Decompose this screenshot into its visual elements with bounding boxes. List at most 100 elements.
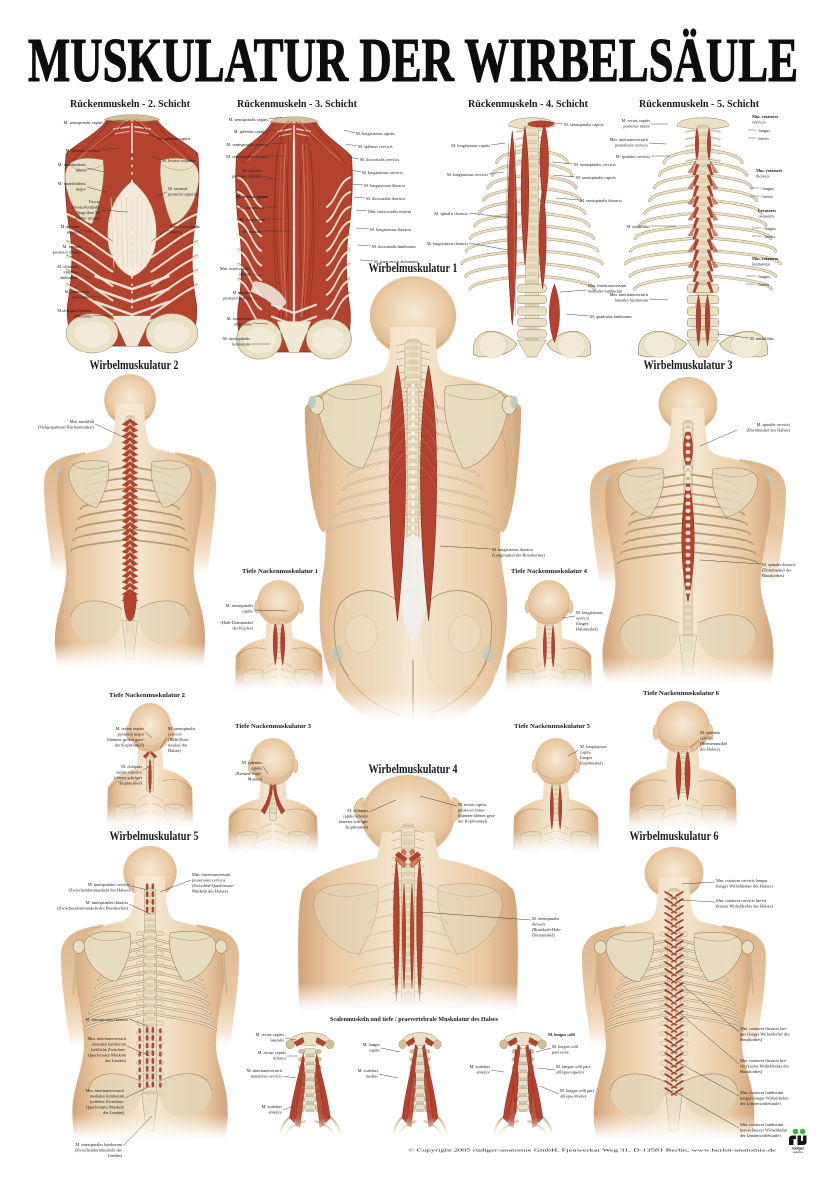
svg-text:Mm. rotatores: Mm. rotatores [756, 168, 783, 173]
svg-text:posterior superior: posterior superior [232, 174, 263, 179]
svg-text:M. semispinalis capitis: M. semispinalis capitis [564, 122, 604, 127]
svg-text:(Zwischen-Querfortsatz-: (Zwischen-Querfortsatz- [192, 883, 235, 888]
svg-text:Rückenmuskeln - 2. Schicht: Rückenmuskeln - 2. Schicht [70, 99, 190, 110]
svg-text:M. semispinalis: M. semispinalis [226, 603, 254, 608]
svg-text:des Halses): des Halses) [700, 747, 720, 752]
svg-text:lumborum: lumborum [752, 262, 771, 267]
svg-text:M. obliquus: M. obliquus [121, 764, 142, 769]
svg-text:(langer: (langer [576, 621, 589, 626]
svg-text:- M. longissimus: - M. longissimus [237, 217, 266, 222]
svg-text:posterior minor: posterior minor [623, 124, 650, 129]
svg-text:MUSKULATUR DER WIRBELSÄULE: MUSKULATUR DER WIRBELSÄULE [28, 27, 798, 95]
svg-text:M. semispinalis capitis: M. semispinalis capitis [228, 117, 268, 122]
svg-text:anatomie: anatomie [793, 1151, 804, 1154]
svg-text:posteriores cervicis: posteriores cervicis [192, 878, 226, 883]
svg-text:der Lendenwirbelsäule): der Lendenwirbelsäule) [740, 1133, 781, 1138]
svg-text:Brustkorbes): Brustkorbes) [762, 573, 785, 578]
svg-text:Mm. multifidi: Mm. multifidi [70, 419, 95, 424]
svg-text:M. obliquus: M. obliquus [57, 264, 78, 269]
svg-text:M. splenius: M. splenius [700, 730, 720, 735]
svg-text:(Zwischendornmuskeln des Brust: (Zwischendornmuskeln des Brustkorbes) [57, 906, 128, 911]
svg-text:M. semispinalis thoracis: M. semispinalis thoracis [580, 198, 622, 203]
svg-text:anterior: anterior [269, 1110, 283, 1115]
svg-text:Tiefe Nackenmuskulatur 2: Tiefe Nackenmuskulatur 2 [109, 692, 186, 699]
svg-text:Tiefe Nackenmuskulatur 3: Tiefe Nackenmuskulatur 3 [235, 723, 312, 730]
svg-text:Mm. rotatores lumborum: Mm. rotatores lumborum [740, 1090, 784, 1095]
svg-text:- brevis: - brevis [756, 282, 769, 287]
svg-text:Levatores: Levatores [758, 208, 776, 213]
svg-text:M. longus colli pars: M. longus colli pars [560, 1088, 595, 1093]
svg-text:Wirbelmuskulatur 4: Wirbelmuskulatur 4 [369, 762, 459, 776]
svg-text:Rückenmuskeln - 3. Schicht: Rückenmuskeln - 3. Schicht [237, 99, 357, 110]
svg-text:Wirbelmuskulatur 2: Wirbelmuskulatur 2 [90, 358, 179, 372]
svg-text:capitis: capitis [242, 609, 254, 614]
svg-text:cervicis: cervicis [700, 736, 714, 741]
svg-text:Mm. rotatores thoracis lon-: Mm. rotatores thoracis lon- [740, 1026, 788, 1031]
svg-text:Kopfmuskel): Kopfmuskel) [345, 825, 368, 830]
svg-text:M. serratus: M. serratus [63, 244, 83, 249]
svg-text:- M. iliocostalis: - M. iliocostalis [237, 205, 264, 210]
svg-text:Wirbelmuskulatur 5: Wirbelmuskulatur 5 [110, 829, 199, 843]
svg-text:Tiefe Nackenmuskulatur 4: Tiefe Nackenmuskulatur 4 [511, 568, 588, 575]
svg-text:abdominis: abdominis [60, 275, 78, 280]
svg-text:M. transversus: M. transversus [65, 289, 91, 294]
svg-text:(unterer schräger: (unterer schräger [339, 819, 369, 824]
svg-text:capitis: capitis [580, 750, 592, 755]
svg-text:Fascia: Fascia [89, 199, 100, 204]
svg-text:der Kopfmuskel): der Kopfmuskel) [115, 743, 145, 748]
svg-text:cervicis: cervicis [752, 120, 766, 125]
svg-text:M. longissimus: M. longissimus [580, 744, 607, 749]
svg-text:M. longissimus capitis: M. longissimus capitis [356, 131, 395, 136]
svg-text:obliqua superior: obliqua superior [556, 1070, 585, 1075]
svg-text:Mm. rotatores cervicis longus: Mm. rotatores cervicis longus [716, 878, 768, 883]
svg-text:Muskeln des Halses): Muskeln des Halses) [192, 889, 228, 894]
svg-text:M. semispinalis capitis: M. semispinalis capitis [576, 175, 616, 180]
svg-text:Kopfmuskel): Kopfmuskel) [580, 761, 603, 766]
svg-text:major: major [76, 187, 87, 192]
svg-text:medius: medius [366, 1074, 379, 1079]
svg-text:- brevis: - brevis [756, 136, 769, 141]
svg-text:Brustkorbes): Brustkorbes) [740, 1069, 763, 1074]
svg-text:Rückenmuskeln - 5. Schicht: Rückenmuskeln - 5. Schicht [639, 99, 759, 110]
svg-text:posterior major: posterior major [118, 732, 145, 737]
svg-text:laterales lumborum: laterales lumborum [615, 298, 649, 303]
svg-text:anterior: anterior [67, 230, 81, 235]
svg-text:M. semispinalis: M. semispinalis [532, 916, 560, 921]
svg-text:M. intertransversarii: M. intertransversarii [247, 1068, 283, 1073]
svg-text:posterior inferior: posterior inferior [223, 296, 253, 301]
svg-text:M. semispinalis thoracis: M. semispinalis thoracis [226, 154, 268, 159]
svg-text:Wirbelmuskulatur 1: Wirbelmuskulatur 1 [369, 261, 458, 275]
svg-text:posteriores cervicis: posteriores cervicis [615, 143, 649, 148]
svg-text:(Dornmuskel des Halses): (Dornmuskel des Halses) [747, 428, 791, 433]
svg-text:M. scalenus: M. scalenus [469, 1064, 490, 1069]
svg-text:M. longissimus thoracis: M. longissimus thoracis [492, 547, 534, 552]
svg-text:cervicis: cervicis [168, 732, 182, 737]
svg-text:des Kopfes): des Kopfes) [232, 626, 253, 631]
svg-text:M. interspinales thoracis: M. interspinales thoracis [86, 1017, 129, 1022]
svg-text:(seitliche Zwischen-: (seitliche Zwischen- [91, 1047, 127, 1052]
svg-text:M. levator scapulae: M. levator scapulae [162, 158, 196, 163]
svg-text:(liegt über M.: (liegt über M. [76, 210, 100, 215]
svg-text:Mm. intertransversarii: Mm. intertransversarii [610, 292, 649, 297]
svg-text:Querfortsatz-Muskeln: Querfortsatz-Muskeln [86, 1105, 125, 1110]
svg-text:lumborum: lumborum [232, 342, 251, 347]
svg-text:M. semispinalis cervicis: M. semispinalis cervicis [574, 162, 616, 167]
svg-text:(oberer schräger: (oberer schräger [114, 775, 143, 780]
svg-text:(langer Wirbeldreher des Halse: (langer Wirbeldreher des Halses) [716, 884, 773, 889]
svg-text:M. splenius capitis: M. splenius capitis [234, 129, 267, 134]
svg-text:abdominis: abdominis [74, 314, 92, 319]
svg-text:M. longus colli pars: M. longus colli pars [556, 1064, 591, 1069]
svg-text:- longus: - longus [760, 186, 774, 191]
svg-text:Dornmuskel): Dornmuskel) [532, 933, 555, 938]
svg-text:vis (kurzer Wirbeldreher des: vis (kurzer Wirbeldreher des [740, 1064, 789, 1069]
svg-text:minor: minor [76, 168, 87, 173]
svg-text:M. rectus capitis: M. rectus capitis [115, 726, 144, 731]
svg-text:mediales lumborum: mediales lumborum [588, 289, 623, 294]
svg-text:Wirbelmuskulatur 6: Wirbelmuskulatur 6 [630, 829, 719, 843]
svg-text:Mm. intertransversarii: Mm. intertransversarii [86, 1088, 125, 1093]
svg-text:Kopfmuskel): Kopfmuskel) [119, 781, 142, 786]
svg-text:M. longissimus: M. longissimus [576, 610, 603, 615]
svg-text:Lenden): Lenden) [108, 1153, 123, 1158]
svg-text:- M. spinalis: - M. spinalis [240, 229, 262, 234]
svg-text:Scalenmuskeln und tiefe / prae: Scalenmuskeln und tiefe / praevertebrale… [330, 1016, 498, 1023]
